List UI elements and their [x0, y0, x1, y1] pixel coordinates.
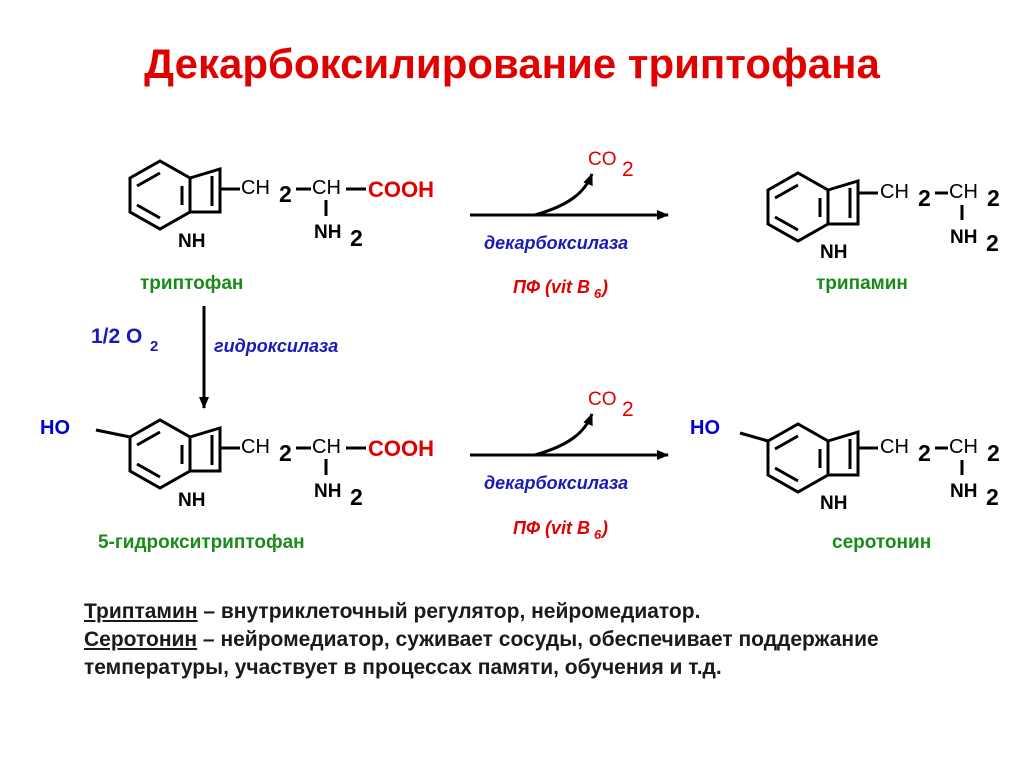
cooh-label: COOH	[368, 177, 434, 202]
nh2-subscript: 2	[350, 225, 363, 251]
svg-text:): )	[600, 277, 608, 297]
co2-label-top: CO	[588, 149, 617, 170]
ho-label: HO	[40, 417, 70, 439]
oxygen-label: 1/2 O 2	[91, 325, 158, 355]
tryptophan-name: триптофан	[140, 273, 243, 294]
nh-label: NH	[820, 242, 847, 263]
nh2-label: NH	[314, 222, 341, 243]
note-tryptamine: Триптамин – внутриклеточный регулятор, н…	[84, 598, 984, 626]
co2-release-arrow-bottom	[534, 413, 594, 457]
tryptamine-name: трипамин	[816, 273, 908, 294]
nh2-label: NH	[314, 481, 341, 502]
ch2-label: CH	[241, 436, 270, 458]
ch2-label-2: CH	[949, 436, 978, 458]
ch2-subscript: 2	[918, 440, 931, 466]
serotonin-structure: HO NH CH 2 CH 2 NH 2	[690, 417, 1000, 514]
nh2-label: NH	[950, 227, 977, 248]
ch2-subscript: 2	[279, 440, 292, 466]
cofactor-label-bottom: ПФ (vit B 6 )	[513, 518, 608, 542]
ch2-label: CH	[241, 177, 270, 199]
cofactor-label-top: ПФ (vit B 6 )	[513, 277, 608, 301]
nh-label: NH	[178, 490, 205, 511]
ch2-subscript: 2	[918, 185, 931, 211]
ho-label: HO	[690, 417, 720, 439]
enzyme-label-bottom: декарбоксилаза	[484, 473, 628, 493]
ch2-subscript-2: 2	[987, 185, 1000, 211]
nh2-subscript: 2	[986, 484, 999, 510]
svg-text:ПФ (vit B: ПФ (vit B	[513, 277, 590, 297]
slide-title: Декарбоксилирование триптофана	[144, 40, 880, 87]
co2-subscript-bottom: 2	[622, 398, 634, 421]
enzyme-label-top: декарбоксилаза	[484, 233, 628, 253]
note-text: – внутриклеточный регулятор, нейромедиат…	[197, 600, 701, 623]
note-term: Серотонин	[84, 628, 198, 651]
hydroxytryptophan-structure: HO NH CH 2 CH COOH NH 2	[40, 417, 434, 511]
svg-text:): )	[600, 518, 608, 538]
note-term: Триптамин	[84, 600, 198, 623]
nh-label: NH	[178, 231, 205, 252]
tryptamine-structure: NH CH 2 CH 2 NH 2	[766, 171, 1000, 263]
nh-label: NH	[820, 493, 847, 514]
ch-label: CH	[312, 177, 341, 199]
indole-rings	[128, 159, 222, 231]
tryptophan-structure: NH CH 2 CH COOH NH 2	[128, 159, 434, 252]
nh2-subscript: 2	[986, 230, 999, 256]
svg-text:1/2 O: 1/2 O	[91, 325, 142, 348]
serotonin-name: серотонин	[832, 532, 931, 553]
cooh-label: COOH	[368, 436, 434, 461]
svg-text:6: 6	[594, 527, 602, 542]
nh2-subscript: 2	[350, 484, 363, 510]
ch2-subscript: 2	[279, 181, 292, 207]
svg-text:2: 2	[150, 338, 158, 355]
hydroxytryptophan-name: 5-гидрокситриптофан	[98, 532, 305, 553]
co2-release-arrow-top	[534, 173, 594, 217]
co2-label-bottom: CO	[588, 389, 617, 410]
hydroxylase-label: гидроксилаза	[214, 336, 338, 356]
nh2-label: NH	[950, 481, 977, 502]
ch2-subscript-2: 2	[987, 440, 1000, 466]
co2-subscript-top: 2	[622, 158, 634, 181]
ch2-label: CH	[880, 181, 909, 203]
note-text: – нейромедиатор, суживает сосуды, обеспе…	[84, 628, 879, 679]
ch-label: CH	[312, 436, 341, 458]
ch2-label-2: CH	[949, 181, 978, 203]
notes-block: Триптамин – внутриклеточный регулятор, н…	[84, 598, 984, 682]
note-serotonin: Серотонин – нейромедиатор, суживает сосу…	[84, 626, 984, 682]
ch2-label: CH	[880, 436, 909, 458]
svg-text:6: 6	[594, 286, 602, 301]
svg-text:ПФ (vit B: ПФ (vit B	[513, 518, 590, 538]
